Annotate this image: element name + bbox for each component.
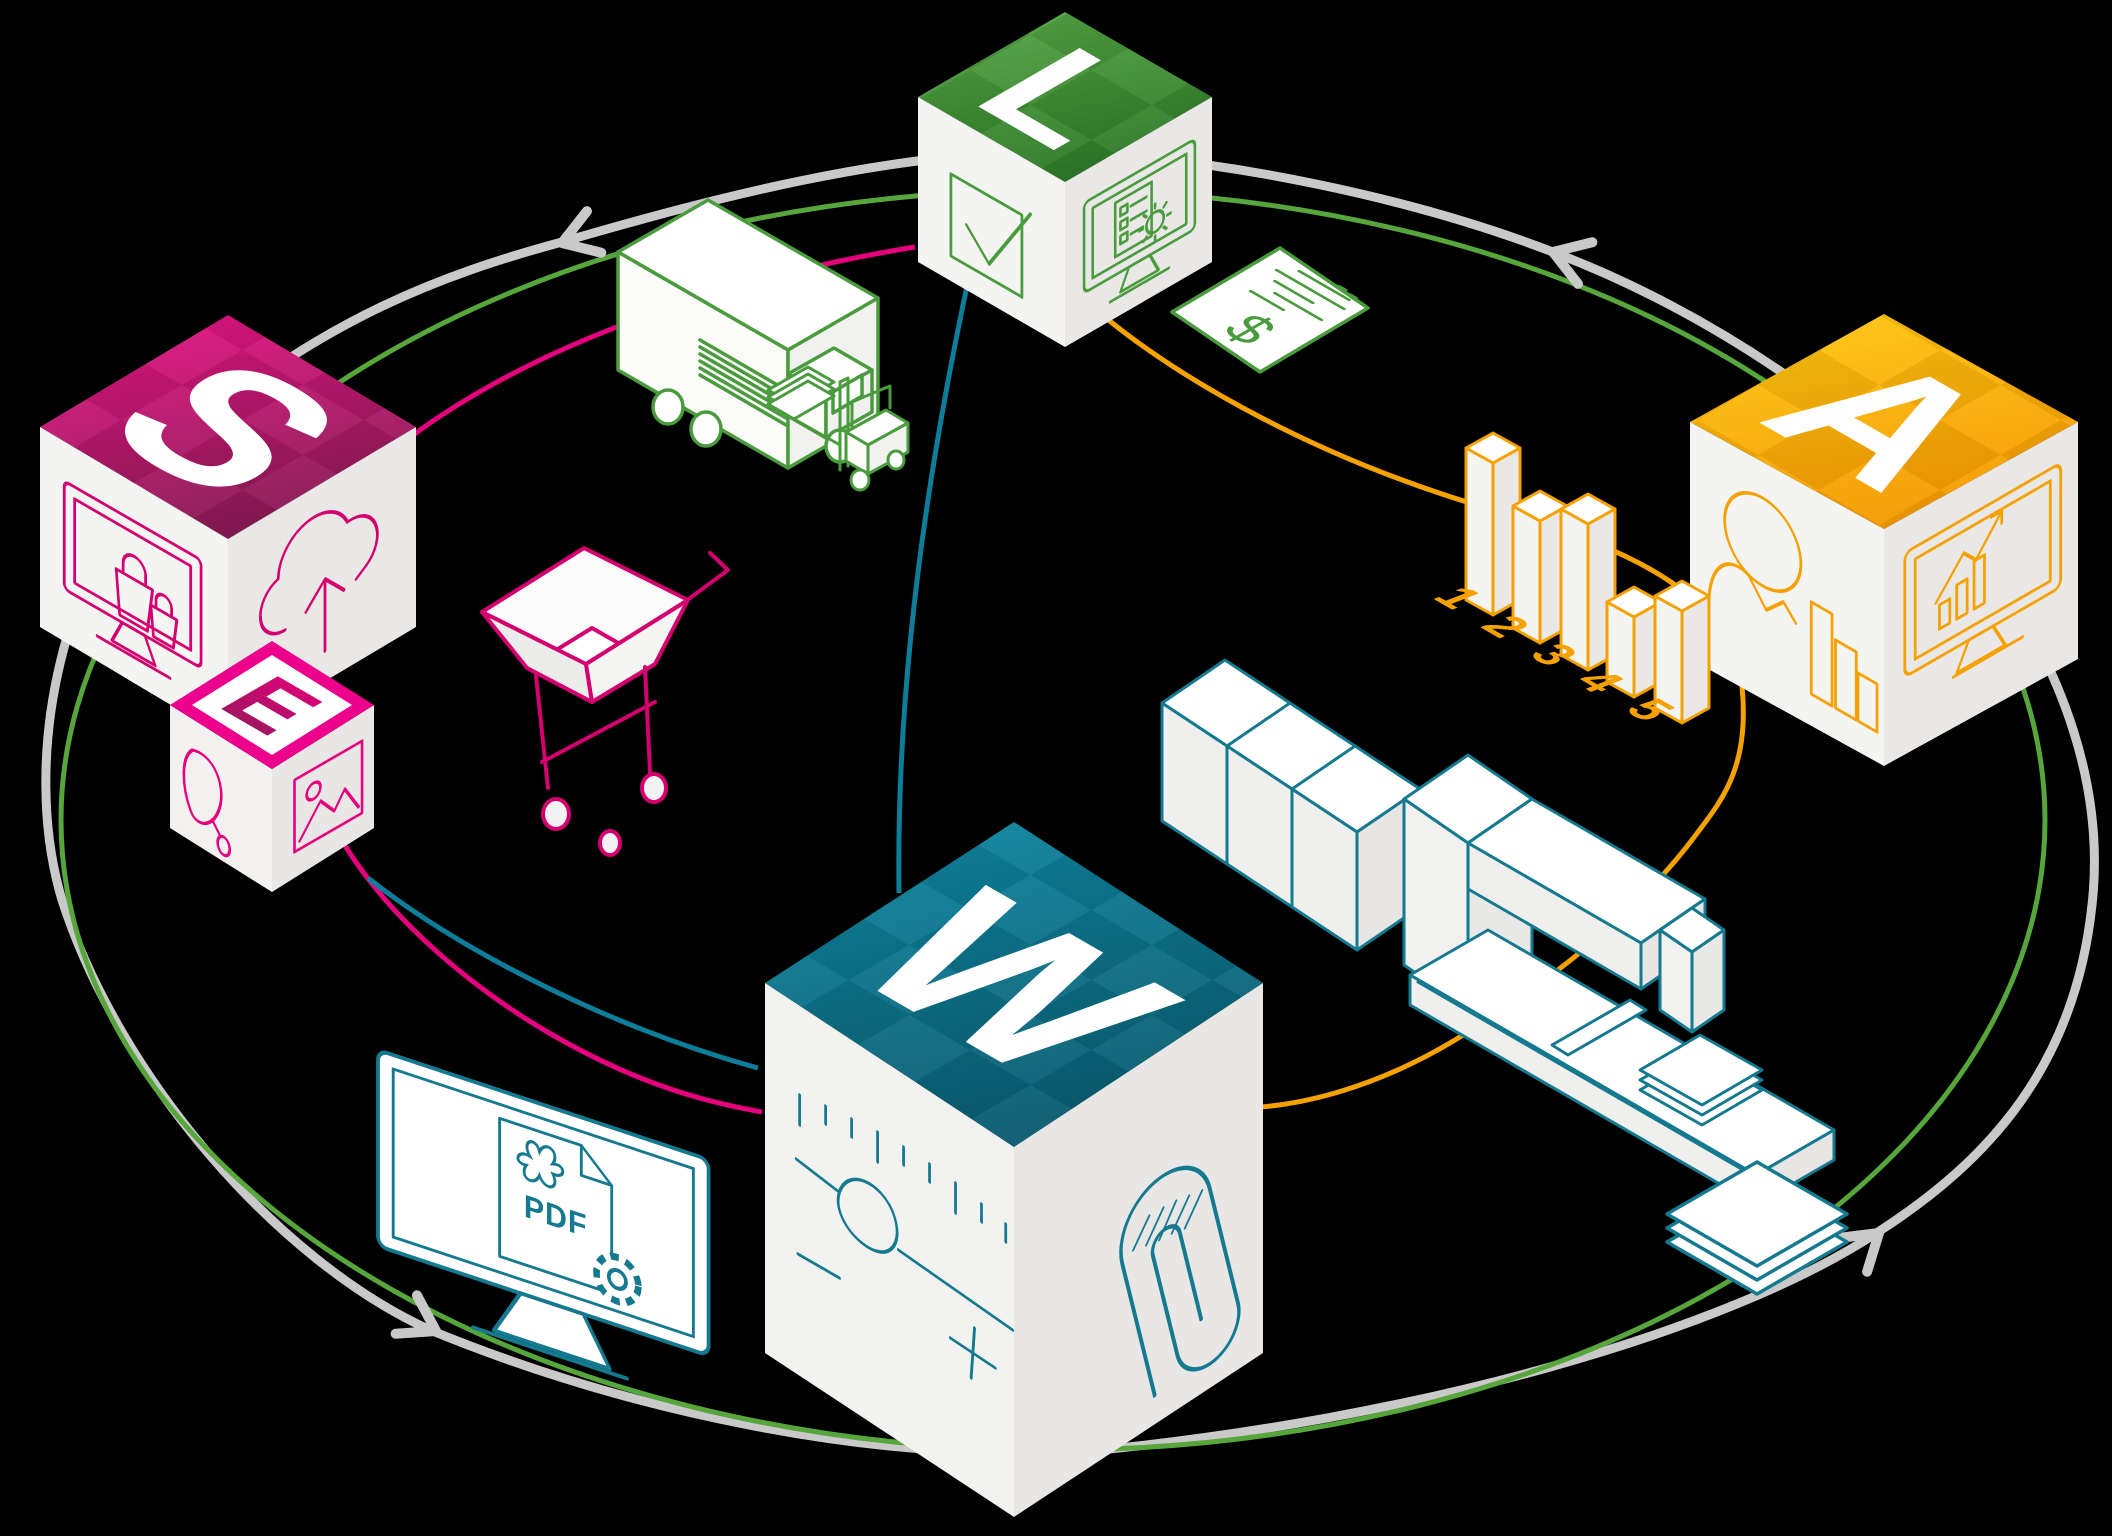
person-analytics-icon bbox=[1707, 491, 1879, 734]
check-square-icon bbox=[949, 172, 1032, 299]
flow-arrow-bottom-left-icon bbox=[390, 1290, 441, 1339]
gauge-slider-icon bbox=[794, 1093, 1015, 1380]
cube-l: L bbox=[918, 12, 1212, 347]
teal-orbit-lower bbox=[366, 876, 759, 1071]
online-shop-monitor-icon bbox=[62, 481, 203, 680]
cube-w-right-face bbox=[1014, 983, 1263, 1517]
invoice-sheet-icon: $ bbox=[1170, 246, 1370, 374]
cloud-upload-icon bbox=[259, 510, 379, 653]
paper-stack-icon bbox=[1665, 1160, 1849, 1296]
cube-w: W bbox=[765, 822, 1263, 1517]
cube-e-right-face bbox=[272, 705, 374, 892]
pdf-flower-icon bbox=[516, 1140, 565, 1189]
iso-bar-chart: 1 2 3 4 5 bbox=[1424, 431, 1711, 729]
paintbrush-icon bbox=[182, 748, 232, 858]
cube-e: E bbox=[170, 641, 374, 892]
flow-arrow-top-right-icon bbox=[1548, 237, 1598, 289]
forklift-icon bbox=[766, 365, 910, 492]
monitor-chart-icon bbox=[1903, 464, 2063, 679]
monitor-checklist-icon bbox=[1082, 139, 1197, 304]
teal-orbit-upper bbox=[896, 285, 970, 894]
paperclip-icon bbox=[1119, 1165, 1241, 1398]
pdf-monitor-icon: PDF bbox=[376, 1050, 711, 1381]
flow-arrow-top-left-icon bbox=[557, 206, 607, 258]
image-icon bbox=[293, 739, 364, 854]
cube-a-right-face bbox=[1884, 422, 2078, 766]
orange-orbit bbox=[1081, 296, 1746, 1110]
cube-a: A bbox=[1690, 314, 2078, 766]
bar-5 bbox=[1653, 579, 1711, 725]
cube-l-left-face bbox=[918, 97, 1065, 347]
flow-arrow-bottom-right-icon bbox=[1833, 1228, 1884, 1277]
shopping-cart-icon bbox=[480, 546, 730, 857]
